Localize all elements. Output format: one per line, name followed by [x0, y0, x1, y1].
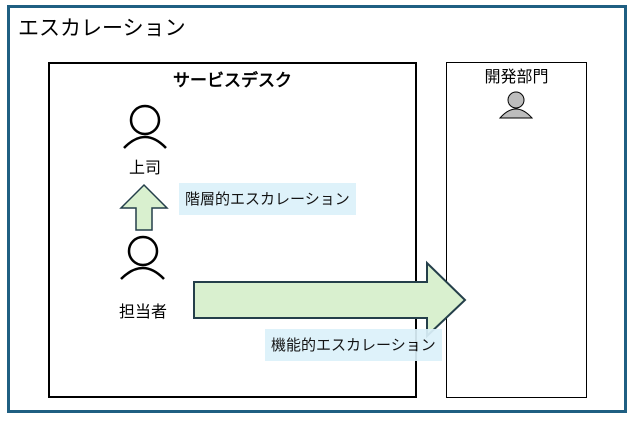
escalation-frame: [7, 5, 627, 413]
functional-escalation-callout: 機能的エスカレーション: [265, 329, 442, 361]
diagram-title: エスカレーション: [18, 16, 186, 40]
dev-department-title: 開発部門: [484, 67, 549, 86]
supervisor-label: 上司: [128, 158, 161, 177]
functional-escalation-arrow: [193, 260, 467, 339]
service-desk-title: サービスデスク: [173, 71, 292, 91]
supervisor-person-icon: [123, 104, 167, 149]
dev-person-icon: [498, 91, 534, 119]
staff-label: 担当者: [118, 302, 167, 321]
staff-person-icon: [120, 235, 165, 280]
hierarchical-escalation-callout: 階層的エスカレーション: [179, 183, 356, 215]
hierarchical-escalation-arrow: [119, 183, 169, 231]
service-desk-box: [48, 62, 417, 398]
dev-department-box: [446, 62, 587, 398]
